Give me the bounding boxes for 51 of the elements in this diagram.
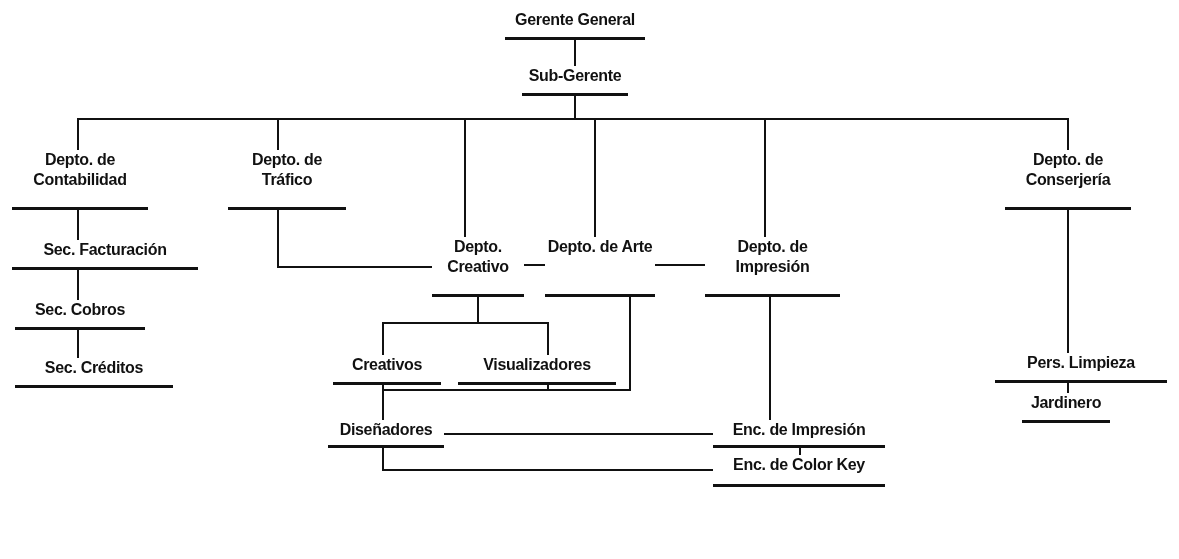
position-title: Enc. de Color Key: [733, 455, 865, 475]
connector-line: [382, 296, 631, 421]
position-title: Depto. Creativo: [446, 237, 510, 277]
position-title: Sec. Facturación: [43, 240, 167, 260]
position-title: Depto. de Conserjería: [1024, 150, 1112, 190]
connector-line: [769, 296, 771, 421]
org-position: [713, 455, 885, 487]
position-title: Gerente General: [515, 10, 635, 30]
position-title: Creativos: [351, 355, 423, 375]
org-position: [1005, 150, 1131, 210]
connector-line: [799, 447, 801, 456]
org-position: [333, 355, 441, 385]
org-position: [545, 237, 655, 297]
position-title: Enc. de Impresión: [732, 420, 866, 440]
position-title: Depto. de Tráfico: [250, 150, 324, 190]
org-position: [713, 420, 885, 448]
org-position: [505, 10, 645, 40]
position-title: Depto. de Contabilidad: [32, 150, 128, 190]
org-position: [15, 358, 173, 388]
position-title: Pers. Limpieza: [1027, 353, 1135, 373]
position-title: Diseñadores: [339, 420, 433, 440]
org-position: [432, 237, 524, 297]
org-position: [15, 300, 145, 330]
position-title: Jardinero: [1030, 393, 1102, 413]
connector-line: [574, 39, 576, 67]
position-title: Sub-Gerente: [528, 66, 622, 86]
org-position: [995, 353, 1167, 383]
org-position: [328, 420, 444, 448]
org-position: [705, 237, 840, 297]
connector-line: [654, 264, 706, 266]
position-title: Depto. de Impresión: [734, 237, 811, 277]
connector-line: [1067, 209, 1069, 354]
org-position: [12, 240, 198, 270]
connector-line: [277, 209, 433, 268]
position-title: Sec. Cobros: [34, 300, 126, 320]
connector-line: [382, 447, 714, 471]
connector-line: [574, 95, 1069, 151]
org-position: [1022, 393, 1110, 423]
org-position: [458, 355, 616, 385]
position-title: Depto. de Arte: [547, 237, 653, 257]
position-title: Sec. Créditos: [44, 358, 144, 378]
connector-line: [1067, 382, 1069, 394]
connector-line: [523, 264, 546, 266]
connector-line: [443, 433, 714, 435]
org-position: [522, 66, 628, 96]
connector-line: [77, 329, 79, 359]
org-position: [228, 150, 346, 210]
org-position: [12, 150, 148, 210]
connector-line: [77, 209, 79, 241]
position-title: Visualizadores: [483, 355, 591, 375]
connector-line: [77, 269, 79, 301]
